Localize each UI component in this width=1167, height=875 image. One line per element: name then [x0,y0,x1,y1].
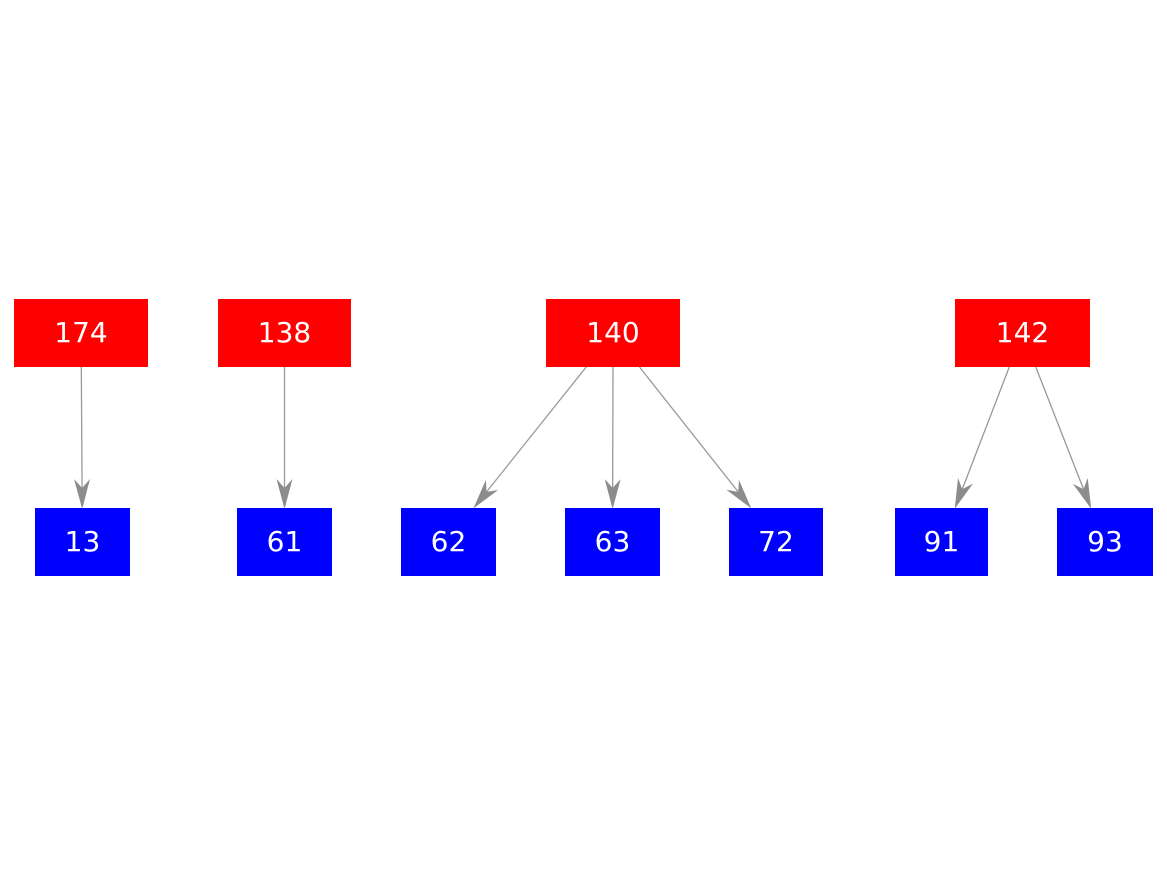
edge-174-13 [74,366,91,509]
graph-node-91: 91 [895,508,988,576]
graph-node-140: 140 [546,299,680,367]
edge-140-72 [638,366,752,509]
graph-node-13: 13 [35,508,130,576]
graph-node-72: 72 [729,508,823,576]
graph-node-142: 142 [955,299,1090,367]
edge-140-62 [473,366,587,509]
edge-142-93 [1035,366,1092,509]
graph-node-138: 138 [218,299,351,367]
graph-node-63: 63 [565,508,660,576]
graph-node-174: 174 [14,299,148,367]
graph-node-62: 62 [401,508,496,576]
edge-142-91 [954,366,1010,509]
graph-node-61: 61 [237,508,332,576]
graph-node-93: 93 [1057,508,1153,576]
